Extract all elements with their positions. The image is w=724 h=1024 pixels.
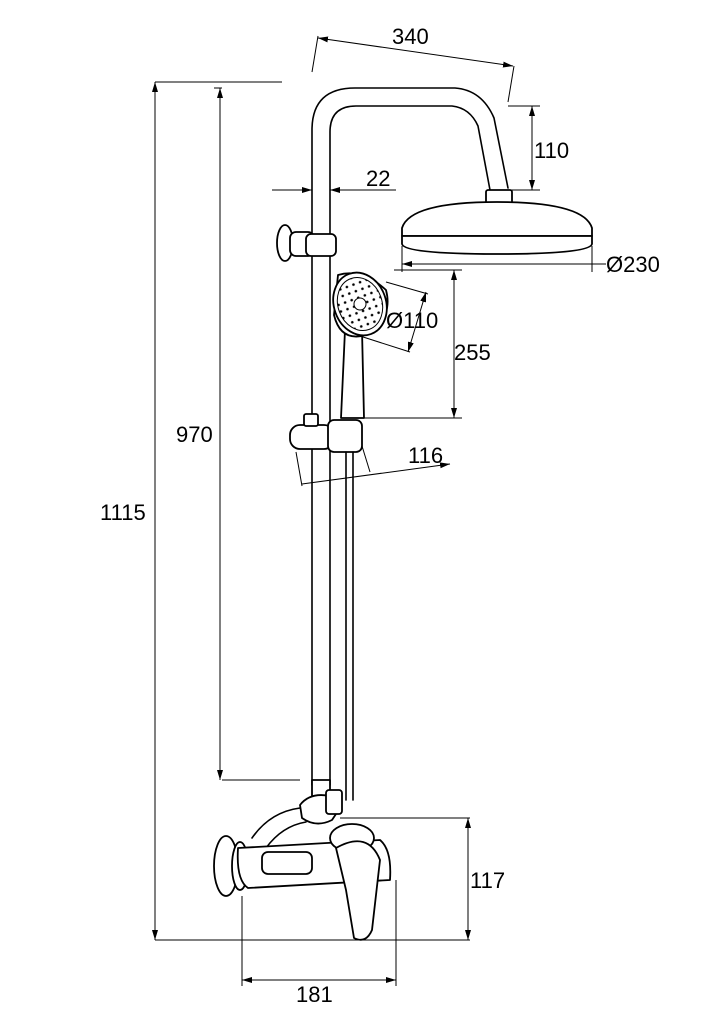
hand-shower xyxy=(332,271,389,419)
dim-label-head-diameter: Ø230 xyxy=(606,252,660,277)
diverter xyxy=(251,779,343,849)
dim-label-hand-shower-diameter: Ø110 xyxy=(386,308,438,333)
slider-holder xyxy=(289,413,363,453)
dimension-slider-depth: 116 xyxy=(295,443,451,487)
mixer-valve xyxy=(213,823,392,941)
overhead-shower-head xyxy=(401,189,593,255)
dim-label-mixer-width: 181 xyxy=(296,982,333,1007)
riser-pipe xyxy=(311,87,509,786)
dimension-pipe-diameter: 22 xyxy=(272,166,396,193)
dimension-mixer-height: 117 xyxy=(340,817,505,940)
dimension-mixer-width: 181 xyxy=(241,880,397,1007)
dim-label-hand-shower-height: 255 xyxy=(454,340,491,365)
dimension-hand-shower-height: 255 xyxy=(364,269,491,419)
dimension-hand-shower-diameter: Ø110 xyxy=(359,281,438,353)
dimension-head-diameter: Ø230 xyxy=(401,246,660,277)
dim-label-arm-drop: 110 xyxy=(534,138,569,163)
dim-label-arm-reach: 340 xyxy=(392,24,429,49)
dim-label-slider-depth: 116 xyxy=(408,443,443,468)
dim-label-total-height: 1115 xyxy=(100,500,146,525)
shower-hose xyxy=(345,451,354,801)
dimension-arm-reach: 340 xyxy=(311,24,515,103)
dim-label-pipe-diameter: 22 xyxy=(366,166,390,191)
dim-label-rail-height: 970 xyxy=(176,422,213,447)
dimension-total-height: 1115 xyxy=(100,81,470,941)
dimension-rail-height: 970 xyxy=(176,87,300,781)
wall-bracket xyxy=(276,224,337,262)
dimension-arm-drop: 110 xyxy=(508,105,569,191)
dim-label-mixer-height: 117 xyxy=(470,868,505,893)
